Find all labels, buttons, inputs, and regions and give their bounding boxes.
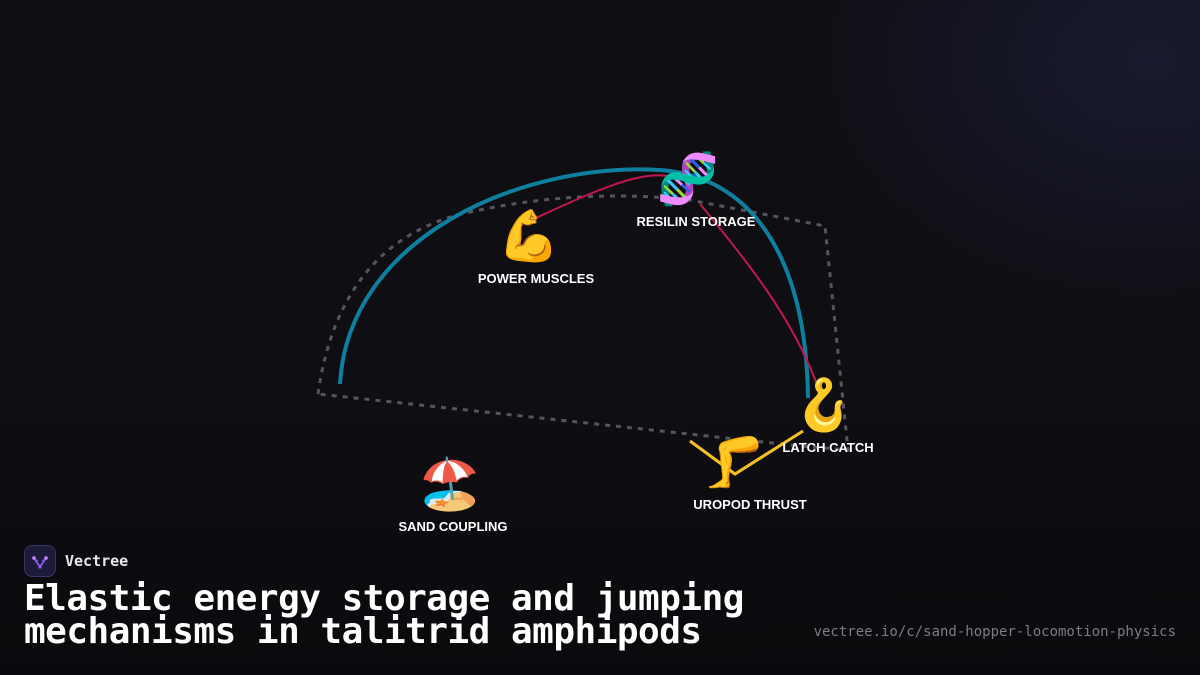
source-url[interactable]: vectree.io/c/sand-hopper-locomotion-phys… <box>813 624 1176 640</box>
latch-catch-label: LATCH CATCH <box>782 440 873 455</box>
flexed-biceps-icon: 💪 <box>498 207 560 265</box>
node-uropod-thrust: 🦵 UROPOD THRUST <box>693 433 806 512</box>
leg-icon: 🦵 <box>703 433 765 491</box>
energy-arc <box>338 167 810 399</box>
link-muscles-resilin <box>526 174 669 223</box>
dashed-outline <box>316 194 850 452</box>
power-muscles-label: POWER MUSCLES <box>478 271 595 286</box>
v-network-logo-icon <box>24 545 56 577</box>
dna-icon: 🧬 <box>657 149 719 209</box>
page-title: Elastic energy storage and jumping mecha… <box>24 578 744 652</box>
beach-umbrella-icon: 🏖️ <box>419 455 481 513</box>
node-resilin-storage: 🧬 RESILIN STORAGE <box>637 149 756 229</box>
uropod-thrust-link <box>689 429 804 476</box>
uropod-thrust-label: UROPOD THRUST <box>693 497 806 512</box>
hook-icon: 🪝 <box>793 376 855 435</box>
node-latch-catch: 🪝 LATCH CATCH <box>782 376 873 455</box>
node-sand-coupling: 🏖️ SAND COUPLING <box>398 455 507 534</box>
node-power-muscles: 💪 POWER MUSCLES <box>478 207 595 286</box>
resilin-storage-label: RESILIN STORAGE <box>637 214 756 229</box>
link-resilin-latch <box>699 203 817 383</box>
brand-name: Vectree <box>65 552 129 570</box>
sand-coupling-label: SAND COUPLING <box>398 519 507 534</box>
brand[interactable]: Vectree <box>24 544 128 578</box>
